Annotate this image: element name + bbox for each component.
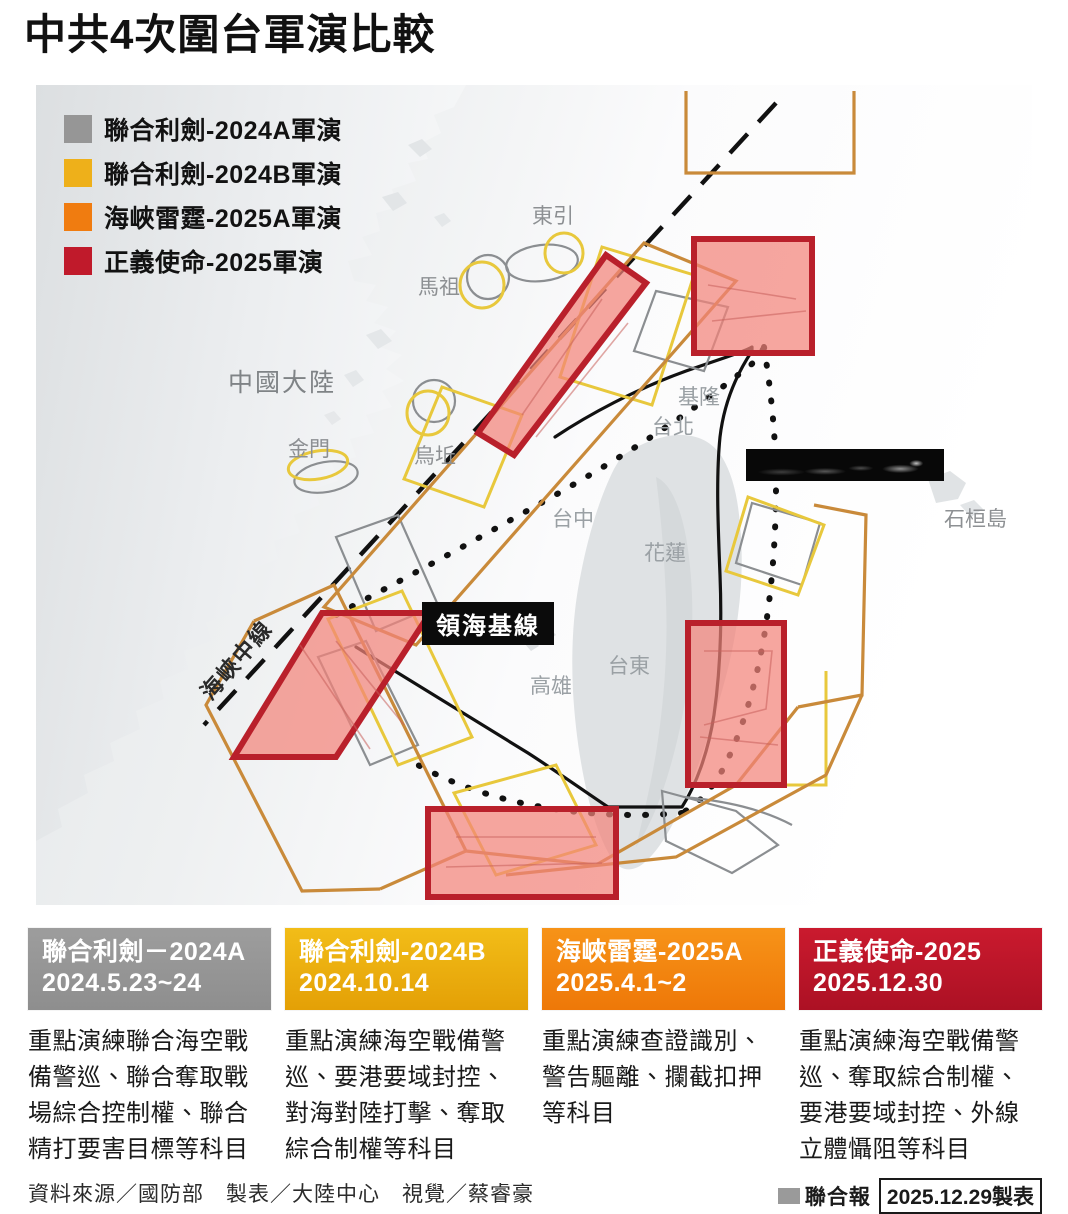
zone-group-2024b — [286, 231, 828, 877]
legend-item: 聯合利劍-2024B軍演 — [64, 157, 342, 189]
brand-name: 聯合報 — [804, 1186, 871, 1209]
legend-item: 聯合利劍-2024A軍演 — [64, 113, 342, 145]
territorial-baseline-line — [354, 345, 754, 809]
card-desc-2024a: 重點演練聯合海空戰備警巡、聯合奪取戰場綜合控制權、聯合精打要害目標等科目 — [28, 1028, 249, 1163]
mainland-china-landmass — [36, 85, 466, 841]
exercise-card-2024b: 聯合利劍-2024B 2024.10.14 重點演練海空戰備警巡、要港要域封控、… — [285, 928, 528, 1168]
legend-swatch-2025 — [64, 247, 92, 275]
zone-north-west — [473, 250, 651, 459]
map-label-wuqiu: 烏坵 — [414, 445, 456, 468]
map-label-taipei: 台北 — [652, 416, 694, 439]
card-desc-2025a: 重點演練查證識別、警告驅離、攔截扣押等科目 — [542, 1028, 763, 1127]
map-label-taichung: 台中 — [552, 508, 594, 531]
card-date-2025a: 2025.4.1~2 — [556, 969, 687, 997]
footer-brand: 聯合報 2025.12.29製表 — [777, 1178, 1042, 1214]
zone-south-east — [685, 620, 787, 788]
card-date-2025: 2025.12.30 — [813, 969, 944, 997]
card-header-2025: 正義使命-2025 2025.12.30 — [799, 928, 1042, 1010]
map-label-hualien: 花蓮 — [644, 542, 686, 565]
map-label-mainland: 中國大陸 — [228, 369, 337, 397]
map-label-kaohsiung: 高雄 — [530, 675, 572, 698]
footer: 資料來源／國防部 製表／大陸中心 視覺／蔡睿豪 聯合報 2025.12.29製表 — [28, 1178, 1042, 1214]
legend-label-2025a: 海峽雷霆-2025A軍演 — [104, 205, 342, 233]
brand-date: 2025.12.29製表 — [878, 1178, 1042, 1214]
card-header-2025a: 海峽雷霆-2025A 2025.4.1~2 — [542, 928, 785, 1010]
zone-north-east — [691, 236, 815, 356]
card-header-2024a: 聯合利劍－2024A 2024.5.23~24 — [28, 928, 271, 1010]
legend-label-2025: 正義使命-2025軍演 — [104, 249, 324, 277]
legend: 聯合利劍-2024A軍演 聯合利劍-2024B軍演 海峽雷霆-2025A軍演 正… — [64, 113, 342, 289]
redacted-noise — [746, 449, 944, 481]
legend-item: 海峽雷霆-2025A軍演 — [64, 201, 342, 233]
map-label-kinmen: 金門 — [288, 438, 330, 461]
zone-south — [425, 806, 619, 900]
card-name-2024b: 聯合利劍-2024B — [299, 938, 486, 966]
dotted-boundary-line — [333, 344, 780, 818]
map-label-dongyin: 東引 — [532, 205, 574, 228]
legend-label-2024a: 聯合利劍-2024A軍演 — [104, 117, 342, 145]
legend-item: 正義使命-2025軍演 — [64, 245, 342, 277]
legend-swatch-2024a — [64, 115, 92, 143]
map-label-taitung: 台東 — [608, 655, 650, 678]
card-date-2024a: 2024.5.23~24 — [42, 969, 202, 997]
baseline-tag: 領海基線 — [422, 602, 554, 645]
card-name-2025: 正義使命-2025 — [813, 938, 982, 966]
redacted-label-bar — [746, 449, 944, 481]
map-label-matsu: 馬祖 — [418, 276, 460, 299]
card-header-2024b: 聯合利劍-2024B 2024.10.14 — [285, 928, 528, 1010]
card-date-2024b: 2024.10.14 — [299, 969, 430, 997]
exercise-cards: 聯合利劍－2024A 2024.5.23~24 重點演練聯合海空戰備警巡、聯合奪… — [28, 928, 1042, 1168]
zone-group-2025a — [204, 91, 868, 893]
exercise-card-2025a: 海峽雷霆-2025A 2025.4.1~2 重點演練查證識別、警告驅離、攔截扣押… — [542, 928, 785, 1168]
legend-swatch-2024b — [64, 159, 92, 187]
card-name-2024a: 聯合利劍－2024A — [42, 938, 246, 966]
zone-south-west — [228, 610, 436, 760]
legend-swatch-2025a — [64, 203, 92, 231]
map-panel: 聯合利劍-2024A軍演 聯合利劍-2024B軍演 海峽雷霆-2025A軍演 正… — [36, 85, 1032, 905]
legend-label-2024b: 聯合利劍-2024B軍演 — [104, 161, 342, 189]
map-label-ishigaki: 石桓島 — [944, 508, 1007, 531]
exercise-card-2025: 正義使命-2025 2025.12.30 重點演練海空戰備警巡、奪取綜合制權、要… — [799, 928, 1042, 1168]
exercise-card-2024a: 聯合利劍－2024A 2024.5.23~24 重點演練聯合海空戰備警巡、聯合奪… — [28, 928, 271, 1168]
card-desc-2025: 重點演練海空戰備警巡、奪取綜合制權、要港要域封控、外線立體懾阻等科目 — [799, 1028, 1020, 1163]
card-desc-2024b: 重點演練海空戰備警巡、要港要域封控、對海對陸打擊、奪取綜合制權等科目 — [285, 1028, 506, 1163]
zone-group-2025 — [228, 236, 815, 900]
card-name-2025a: 海峽雷霆-2025A — [556, 938, 743, 966]
map-graphic — [36, 85, 1032, 905]
brand-mark-icon — [777, 1188, 800, 1204]
footer-credits: 資料來源／國防部 製表／大陸中心 視覺／蔡睿豪 — [28, 1183, 534, 1206]
map-label-keelung: 基隆 — [678, 386, 720, 409]
page-title: 中共4次圍台軍演比較 — [24, 11, 436, 58]
